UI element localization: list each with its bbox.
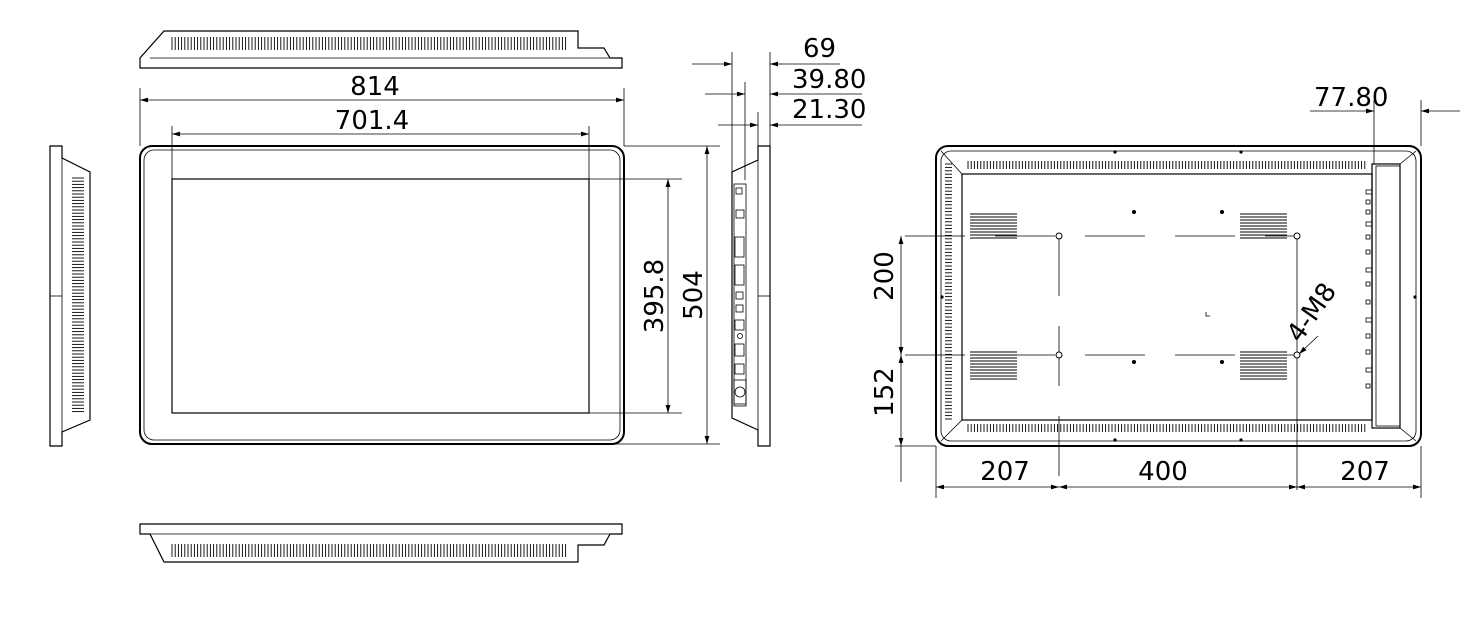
dim-depth-front: 21.30 [792,95,866,125]
rear-top-vent-slots [967,161,1366,169]
rear-vent-blocks [970,213,1287,380]
dim-depth-mid: 39.80 [792,65,866,95]
bottom-vent-slots [171,544,567,557]
dim-vesa-vertical: 200 [870,251,900,301]
dim-display-width: 701.4 [335,106,409,136]
vesa-mount-holes [1055,232,1301,359]
dim-vesa-horizontal: 400 [1138,457,1188,487]
rear-perimeter-screws [940,150,1417,442]
dim-rear-offset: 77.80 [1314,83,1388,113]
rear-bottom-vent-slots [967,424,1366,432]
dim-left-to-hole: 207 [980,457,1030,487]
dim-overall-height: 504 [679,270,709,320]
dim-right-to-hole: 207 [1340,457,1390,487]
rear-view: 4-M8 200 152 207 400 207 77.80 [870,83,1460,498]
top-view [139,30,623,69]
rear-io-marks [1365,189,1373,389]
dim-bottom-to-hole: 152 [870,367,900,417]
front-view: 814 701.4 395.8 504 [139,72,720,445]
bottom-view [139,523,623,563]
left-side-view [49,145,91,447]
dim-overall-width: 814 [350,72,400,102]
top-vent-slots [171,37,567,50]
dim-depth-total: 69 [803,34,836,64]
rear-left-vent-slots [945,163,952,420]
left-vent-slots [72,177,84,413]
right-side-view: 69 39.80 21.30 [692,34,866,447]
mount-hole-label: 4-M8 [1281,278,1343,348]
dim-display-height: 395.8 [640,259,670,333]
